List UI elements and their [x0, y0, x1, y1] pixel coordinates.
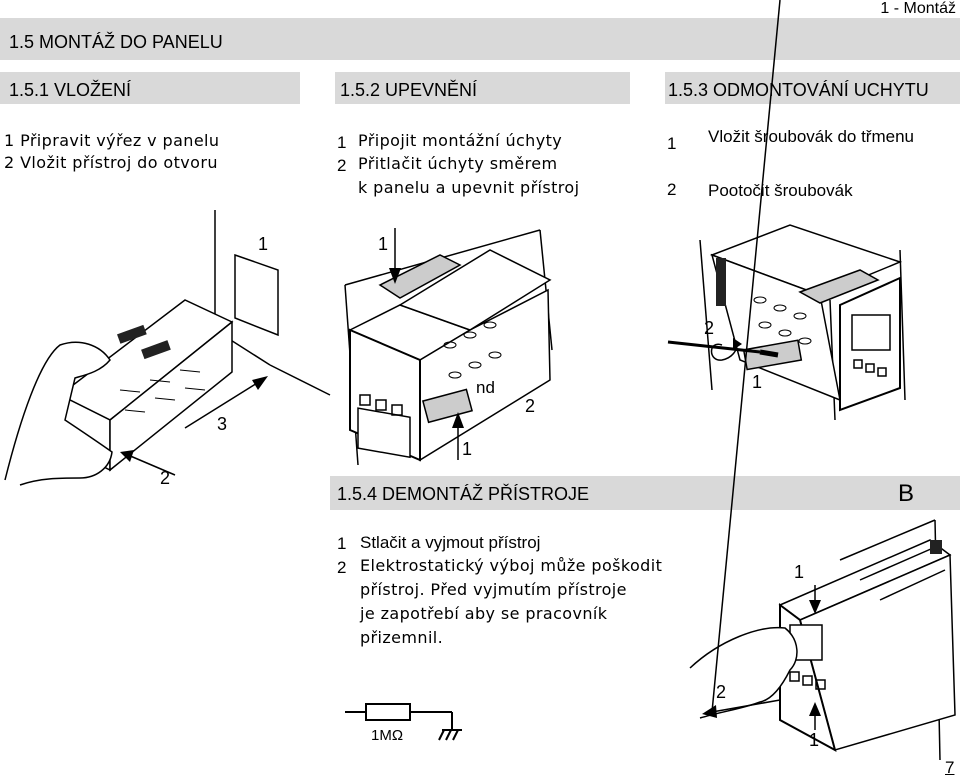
fig3-label-insert: 1 [752, 372, 762, 392]
page-number: 7 [945, 758, 955, 777]
step-154-1-num: 1 [337, 534, 347, 553]
subsection-bar-152 [335, 72, 630, 104]
fig3-label-rotate: 2 [704, 318, 714, 338]
figure-b-letter: B [898, 480, 915, 507]
figB-label-top: 1 [794, 562, 804, 582]
subsection-bar-153 [665, 72, 960, 104]
step-153-2-text: Pootočit šroubovák [708, 181, 853, 200]
chapter-label: 1 - Montáž [880, 0, 956, 17]
subsection-bar-154 [330, 476, 960, 510]
step-154-3-text: přístroj. Před vyjmutím přístroje [360, 580, 627, 599]
step-154-1-text: Stlačit a vyjmout přístroj [360, 533, 541, 552]
fig2-partial-text: nd [476, 378, 495, 397]
step-152-2-text: Přitlačit úchyty směrem [358, 154, 558, 173]
fig1-label-arrow: 3 [217, 414, 227, 434]
step-153-2-num: 2 [667, 180, 677, 199]
fig2-label-side: 2 [525, 396, 535, 416]
step-153-1-num: 1 [667, 134, 677, 153]
step-154-5-text: přizemnil. [360, 628, 444, 647]
fig1-label-cutout: 1 [258, 234, 268, 254]
step-152-2-num: 2 [337, 156, 347, 175]
step-154-2-text: Elektrostatický výboj může poškodit [360, 556, 663, 575]
subsection-title-152: 1.5.2 UPEVNĚNÍ [340, 80, 478, 100]
step-151-2: 2 Vložit přístroj do otvoru [4, 153, 218, 172]
section-title: 1.5 MONTÁŽ DO PANELU [9, 32, 223, 52]
subsection-title-154: 1.5.4 DEMONTÁŽ PŘÍSTROJE [337, 484, 590, 504]
step-153-1-text: Vložit šroubovák do třmenu [708, 127, 914, 146]
step-152-3-text: k panelu a upevnit přístroj [358, 178, 580, 197]
figB-label-arrow: 2 [716, 682, 726, 702]
subsection-bar-151 [0, 72, 300, 104]
subsection-title-151: 1.5.1 VLOŽENÍ [9, 80, 132, 100]
fig2-label-top: 1 [378, 234, 388, 254]
step-152-1-text: Připojit montážní úchyty [358, 131, 563, 150]
step-152-1-num: 1 [337, 133, 347, 152]
step-154-2-num: 2 [337, 558, 347, 577]
resistor-label: 1MΩ [371, 727, 403, 744]
subsection-title-153: 1.5.3 ODMONTOVÁNÍ UCHYTU [668, 80, 929, 100]
fig1-label-hand: 2 [160, 468, 170, 488]
step-151-1: 1 Připravit výřez v panelu [4, 131, 220, 150]
fig2-label-bottom: 1 [462, 439, 472, 459]
figB-label-bottom: 1 [809, 730, 819, 750]
section-bar [0, 18, 960, 60]
step-154-4-text: je zapotřebí aby se pracovník [360, 604, 608, 623]
